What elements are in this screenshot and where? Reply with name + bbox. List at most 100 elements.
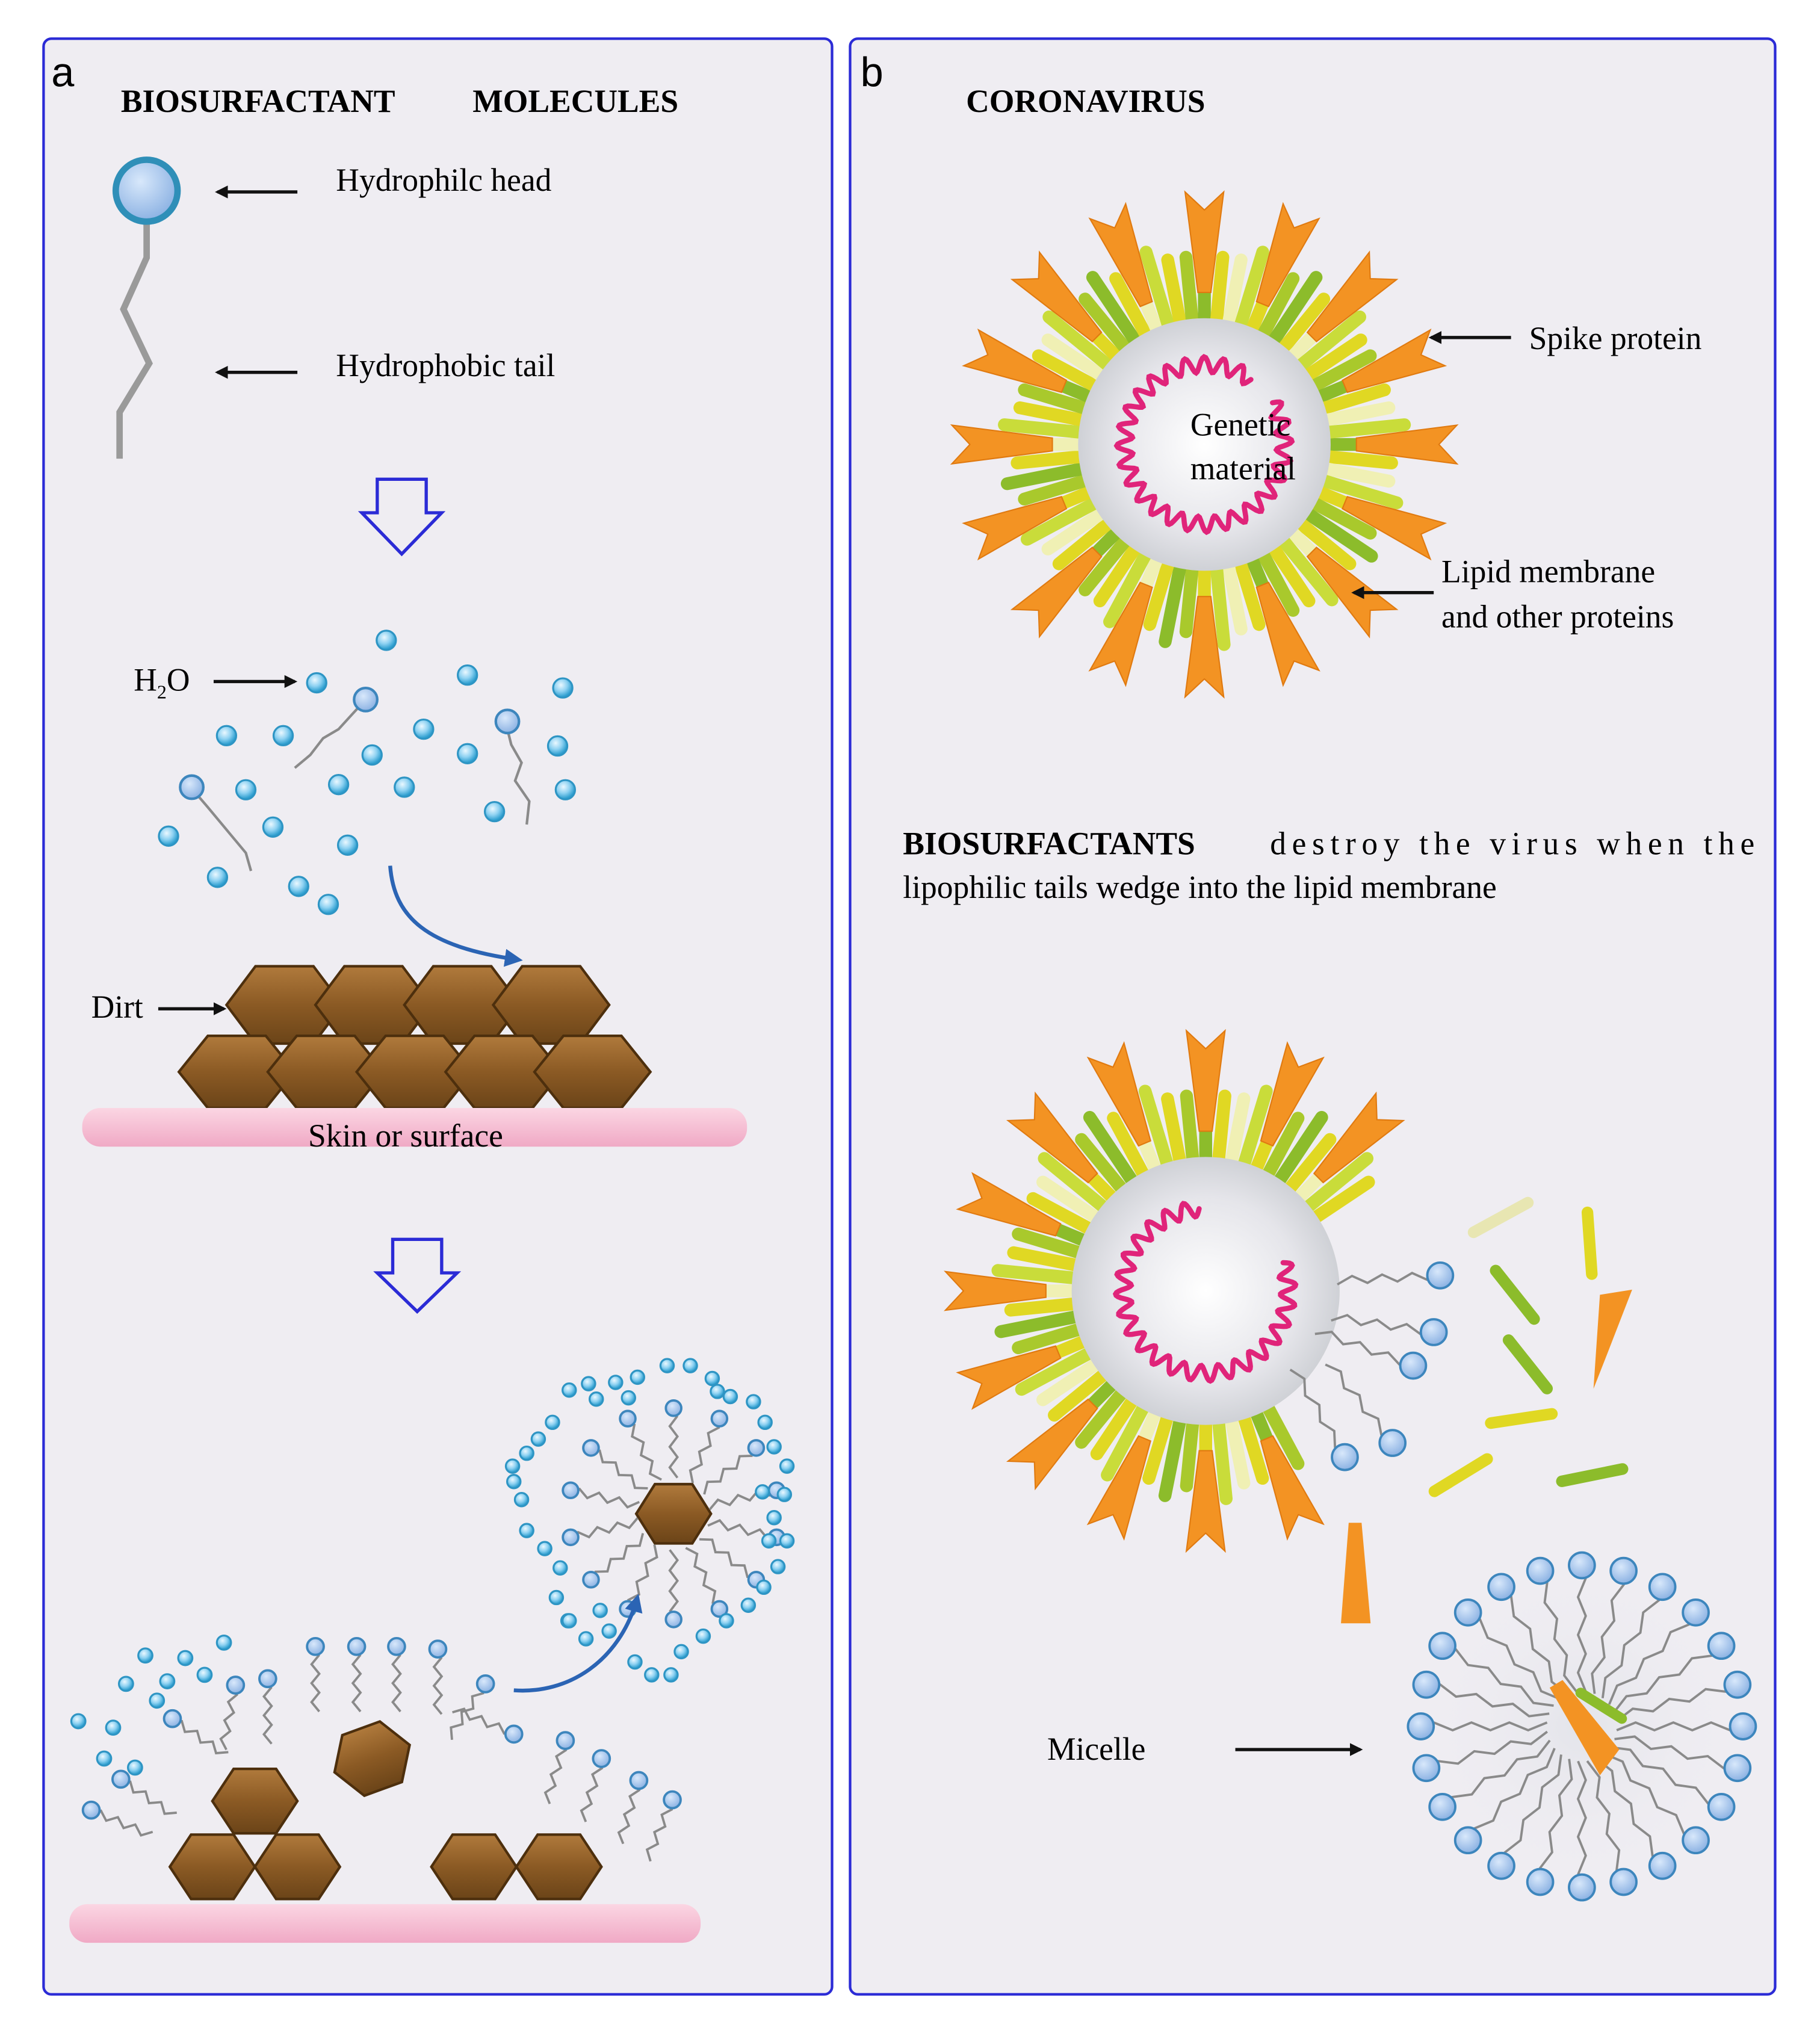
water-bead — [621, 1390, 636, 1406]
surfactant-tail — [580, 1766, 604, 1822]
surfactant-head — [387, 1636, 406, 1656]
membrane-segment — [1302, 333, 1367, 381]
spike-icon — [950, 424, 1053, 465]
surfactant-tail — [707, 1518, 769, 1540]
water-bead — [548, 1589, 565, 1606]
membrane-segment — [1109, 272, 1151, 340]
membrane-segment — [1161, 1092, 1186, 1166]
down-arrow-icon — [358, 477, 446, 557]
surfactant-tail — [578, 1487, 640, 1509]
panel-a-letter: a — [51, 49, 75, 95]
water-bead — [483, 800, 506, 823]
caption-line2: lipophilic tails wedge into the lipid me… — [903, 869, 1497, 905]
surfactant-head — [1412, 1670, 1441, 1699]
water-bead — [327, 774, 350, 796]
membrane-segment — [1257, 549, 1300, 617]
spike-icon — [1341, 1523, 1371, 1624]
virus-core — [1078, 318, 1331, 571]
water-bead — [581, 1376, 596, 1391]
membrane-segment — [1038, 1152, 1109, 1213]
membrane-segment — [1011, 450, 1086, 469]
membrane-segment — [1225, 1092, 1251, 1166]
membrane-segment — [1319, 474, 1404, 510]
surfactant-tail — [1616, 1721, 1731, 1732]
spike-icon — [1086, 1435, 1151, 1541]
surfactant-tail — [631, 1423, 662, 1481]
membrane-segment — [1012, 1227, 1084, 1259]
down-arrow-icon — [373, 1237, 462, 1314]
water-bead — [722, 1388, 738, 1405]
surfactant-head — [1487, 1851, 1515, 1880]
spike-icon — [962, 495, 1068, 561]
surfactant-tail — [1454, 1648, 1554, 1707]
spike-icon — [1088, 581, 1153, 687]
water-bead — [196, 1666, 213, 1683]
genetic-material-icon — [1113, 353, 1295, 536]
membrane-segment — [1278, 536, 1339, 607]
water-bead — [206, 867, 229, 888]
water-bead — [235, 779, 257, 800]
water-bead — [659, 1358, 675, 1373]
water-bead — [159, 1673, 176, 1689]
surfactant-tail — [598, 1449, 648, 1490]
water-bead — [457, 664, 478, 686]
membrane-segment — [994, 1310, 1081, 1338]
surfactant-tail — [1337, 1272, 1428, 1286]
flow-arrow-2 — [513, 1594, 643, 1693]
surfactant-head — [1419, 1318, 1448, 1346]
surfactant-head — [1707, 1792, 1736, 1821]
surfactant-head — [582, 1570, 600, 1589]
membrane-segment — [1257, 272, 1300, 340]
surfactant-head — [664, 1399, 682, 1417]
surfactant-head — [1428, 1792, 1456, 1821]
water-bead — [673, 1644, 689, 1660]
water-bead — [394, 776, 415, 798]
genetic-material-icon — [1112, 1201, 1299, 1384]
surfactant-head — [428, 1639, 448, 1659]
water-bead — [149, 1692, 166, 1709]
surfactant-tail — [1615, 1688, 1727, 1722]
spike-icon — [1086, 1041, 1151, 1147]
water-bead — [126, 1759, 143, 1776]
water-bead — [519, 1523, 534, 1538]
surfactant-head — [1412, 1754, 1441, 1783]
surfactant-tail — [129, 1780, 177, 1815]
spike-icon — [1006, 1398, 1098, 1491]
surfactant-head — [562, 1528, 580, 1547]
surfactant-tail — [703, 1455, 753, 1495]
membrane-segment — [1222, 562, 1248, 636]
membrane-segment — [1048, 1369, 1109, 1422]
surfactant-tail — [1586, 1760, 1621, 1871]
membrane-segment — [1090, 1396, 1138, 1461]
water-bead — [578, 1631, 594, 1647]
water-bead — [627, 1654, 643, 1670]
membrane-segment — [1075, 1133, 1127, 1194]
spike-icon — [1185, 1029, 1226, 1132]
membrane-segment — [1042, 310, 1113, 371]
membrane-segment — [1015, 1348, 1094, 1396]
water-bead — [519, 1445, 534, 1461]
membrane-segment — [1262, 1112, 1305, 1180]
surfactant-tail — [1601, 1598, 1661, 1698]
surfactant-tail — [1509, 1595, 1569, 1695]
water-bead — [719, 1613, 734, 1629]
surfactant-tail — [1576, 1760, 1587, 1875]
water-bead — [756, 1579, 772, 1595]
water-bead — [766, 1509, 782, 1526]
membrane-segment — [1179, 563, 1199, 639]
water-bead — [710, 1384, 725, 1399]
micelle-icon — [1407, 1551, 1757, 1902]
water-bead — [336, 834, 359, 856]
surfactant-head — [582, 1439, 600, 1457]
surfactant-head — [592, 1749, 611, 1768]
surfactant-tail — [1474, 1748, 1556, 1830]
surfactant-molecule-icon — [112, 156, 181, 459]
water-bead — [761, 1533, 777, 1549]
spike-icon — [1010, 546, 1103, 639]
surfactant-tail — [1608, 1623, 1690, 1705]
membrane-segment — [1278, 292, 1331, 354]
water-bead — [96, 1750, 113, 1767]
water-bead — [457, 743, 478, 764]
membrane-segment — [1302, 508, 1378, 563]
surfactant-head — [1378, 1429, 1407, 1457]
